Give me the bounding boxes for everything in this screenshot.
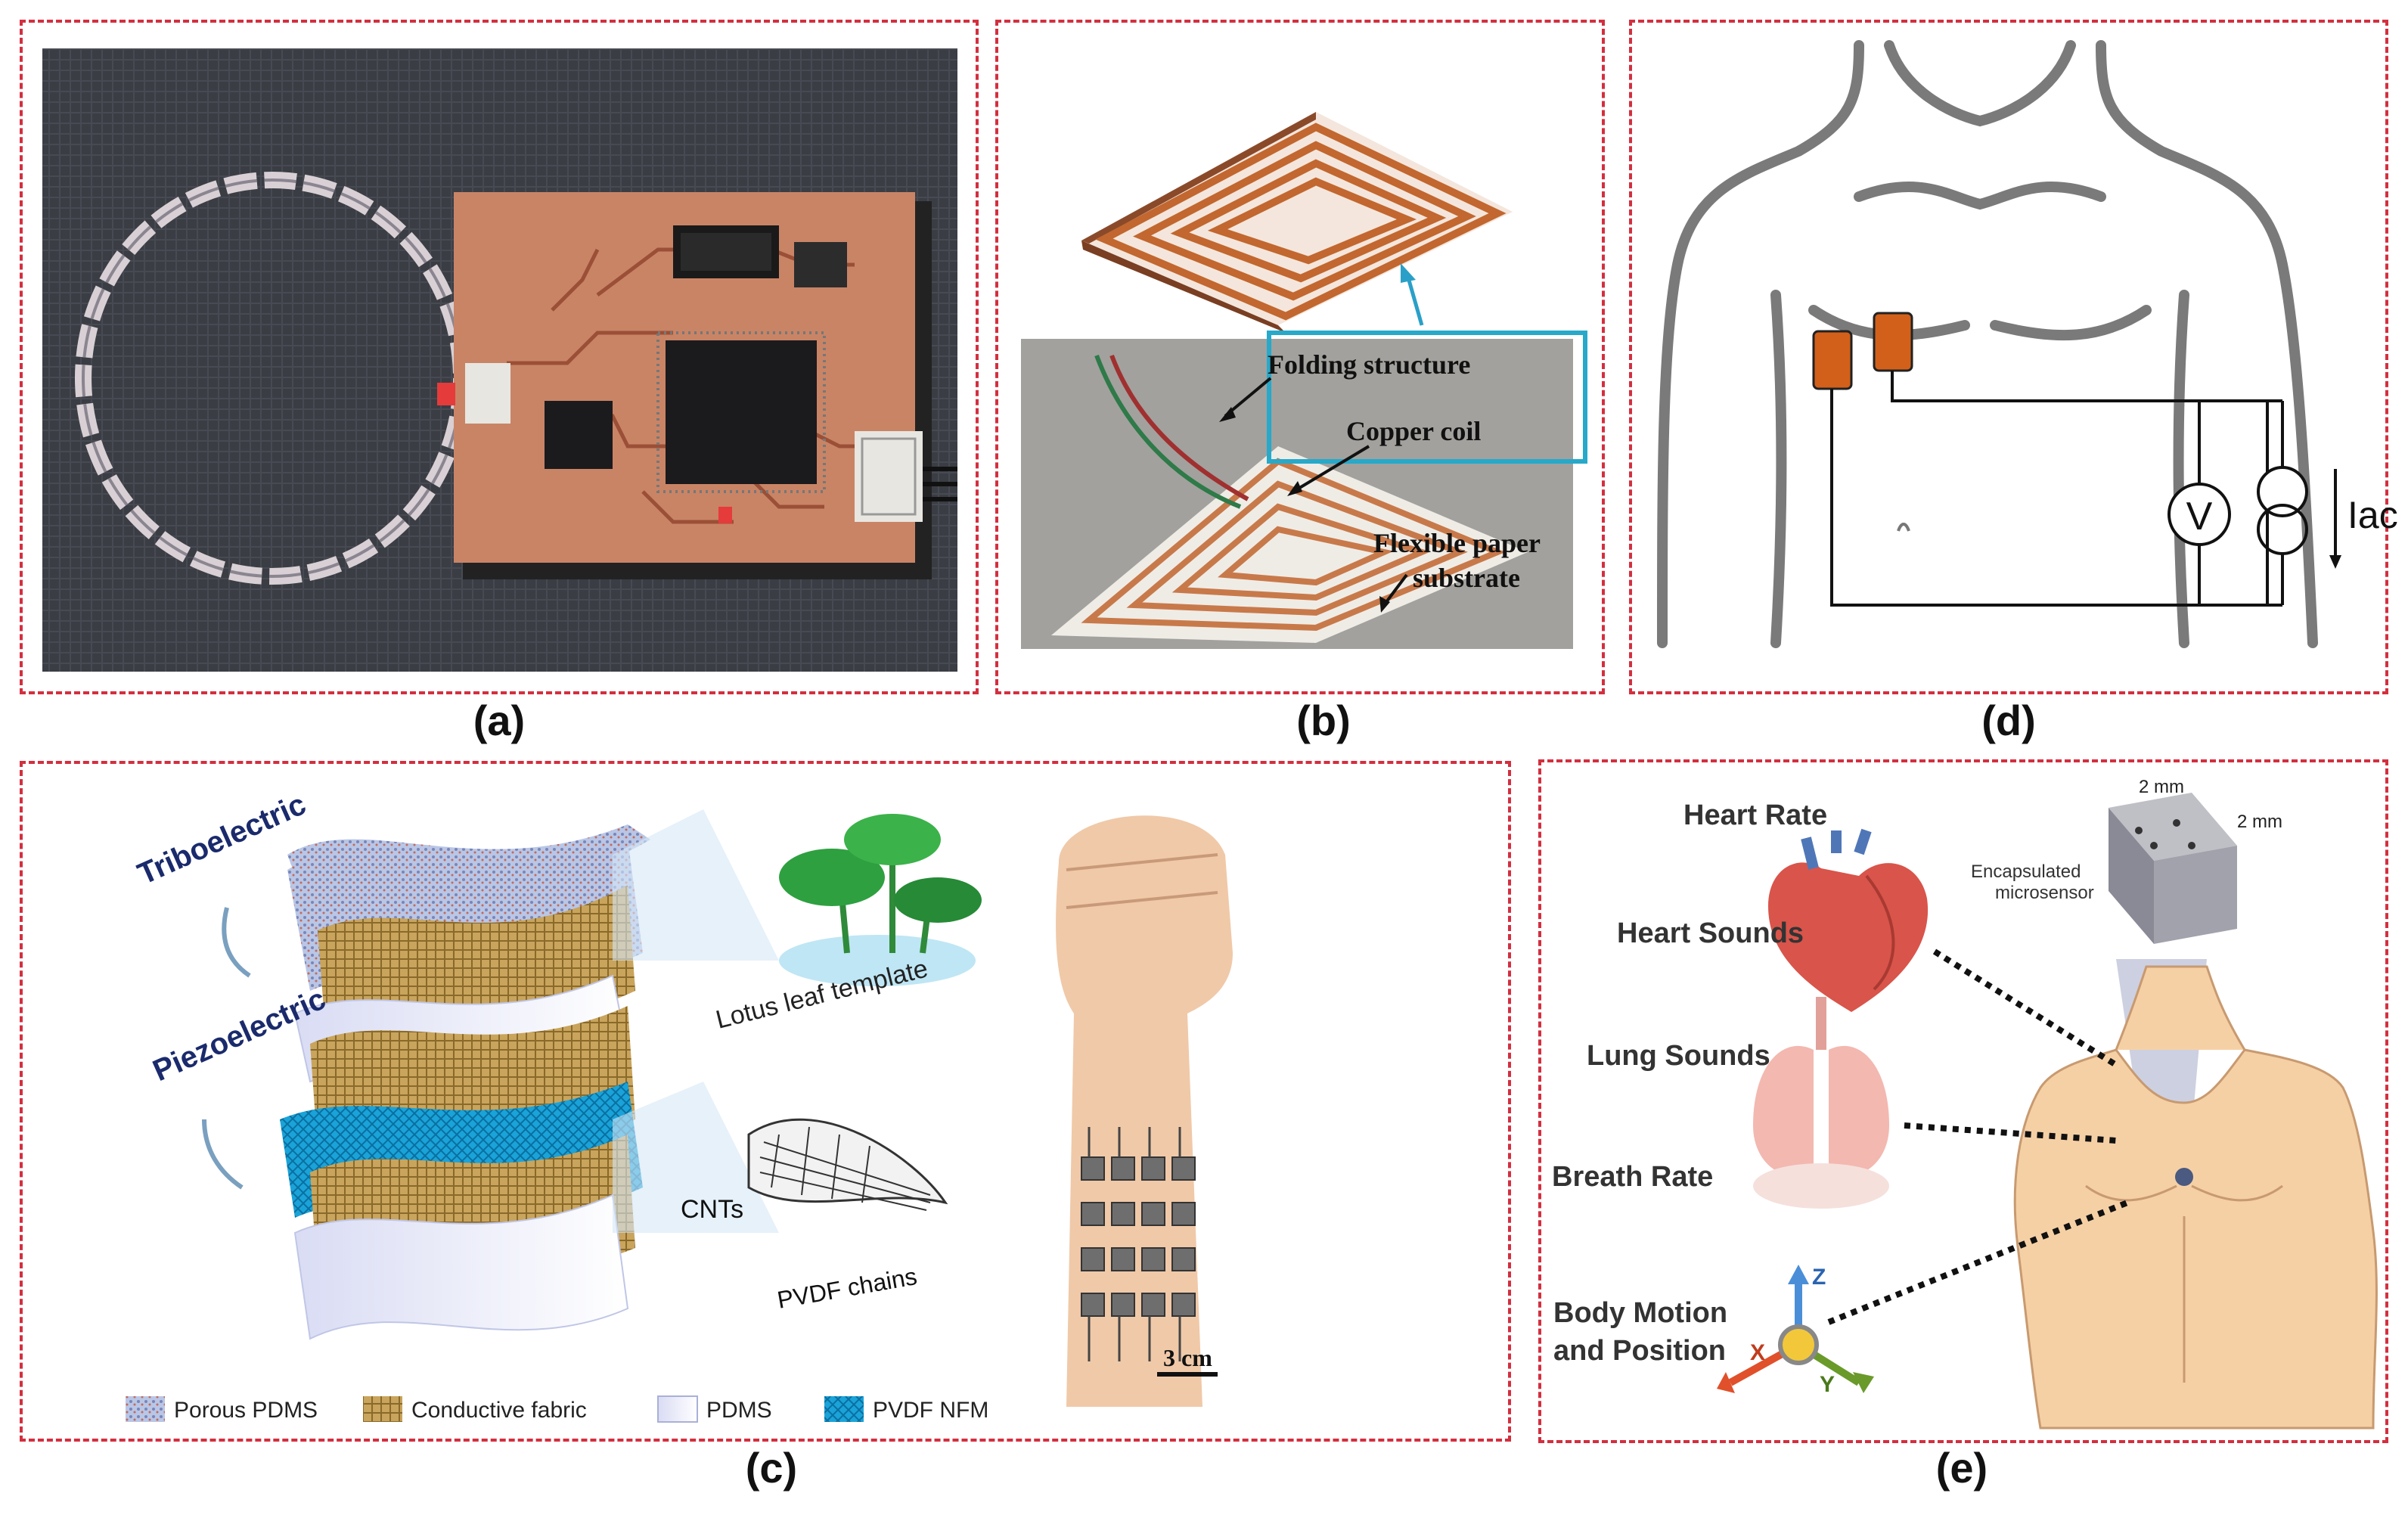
axis-z-label: Z [1812,1265,1826,1290]
axis-x-label: X [1750,1340,1765,1365]
microsensor-label: microsensor [1995,883,2094,903]
caption-e: (e) [1935,1444,1988,1492]
body-impedance-diagram: V Iac [1657,40,2398,648]
folding-coil-diagram: Folding structure Copper coil Flexible p… [1021,112,1587,649]
scale-bar [1157,1372,1218,1377]
wearable-sensing-diagram: 2 mm 2 mm Encapsulated microsensor [1552,777,2378,1430]
legend-swatch-pvdf-nfm [824,1396,864,1422]
label-flexible-paper: Flexible paper [1373,528,1541,558]
label-lung-sounds: Lung Sounds [1587,1040,1770,1072]
caption-a: (a) [473,697,526,744]
current-source-icon [2257,466,2308,517]
legend-pvdf-nfm: PVDF NFM [873,1398,988,1423]
current-label: Iac [2347,494,2398,536]
lotus-leaf-illustration [779,814,982,986]
layer-stack [280,824,650,1340]
scale-bar-label: 3 cm [1163,1344,1212,1371]
label-body-motion: Body Motion [1553,1297,1727,1329]
microcontroller-chip [666,340,817,484]
axis-y-label: Y [1820,1372,1835,1397]
lungs-icon [1753,997,1889,1209]
label-heart-sounds: Heart Sounds [1617,917,1804,949]
caption-d: (d) [1981,697,2036,744]
label-substrate: substrate [1413,563,1520,593]
encapsulated-label: Encapsulated [1971,861,2081,882]
highlight-box [1267,331,1587,464]
label-folding-structure: Folding structure [1268,349,1470,380]
legend-swatch-porous-pdms [126,1396,165,1422]
dim-label-1: 2 mm [2139,777,2184,797]
panel-c: Triboelectric Piezoelectric Lotus leaf t… [20,761,1511,1442]
label-copper-coil: Copper coil [1346,416,1481,446]
caption-c: (c) [745,1444,798,1492]
dim-label-2: 2 mm [2237,812,2282,832]
panel-d: V Iac [1629,20,2398,694]
pcb-photo [42,48,957,672]
voltmeter-label: V [2186,495,2213,539]
folded-copper-coil [1081,112,1513,333]
label-and-position: and Position [1553,1335,1726,1367]
caption-b: (b) [1296,697,1351,744]
sensor-layers-diagram: Triboelectric Piezoelectric Lotus leaf t… [126,779,1248,1423]
arm-with-sensor-photo [1029,779,1248,1422]
cnt-illustration [747,1118,948,1211]
label-cnts: CNTs [681,1195,743,1224]
label-triboelectric: Triboelectric [133,787,311,891]
legend-swatch-conductive-fabric [363,1396,402,1422]
label-heart-rate: Heart Rate [1683,799,1827,831]
electrode-left [1812,330,1853,390]
panel-e: 2 mm 2 mm Encapsulated microsensor [1538,759,2388,1443]
label-breath-rate: Breath Rate [1552,1161,1713,1193]
voltmeter-icon [2168,483,2231,546]
label-pvdf-chains: PVDF chains [775,1262,919,1314]
encapsulated-microsensor-icon [2109,793,2237,944]
axis-icon [1717,1265,1874,1393]
legend-conductive-fabric: Conductive fabric [411,1398,587,1423]
panel-b: Folding structure Copper coil Flexible p… [995,20,1605,694]
heart-icon [1768,828,1929,1012]
legend-swatch-pdms [657,1395,698,1423]
torso-illustration [2013,965,2378,1430]
legend-pdms: PDMS [706,1398,772,1423]
panel-a [20,20,979,694]
legend: Porous PDMS Conductive fabric PDMS PVDF … [126,1395,988,1423]
legend-porous-pdms: Porous PDMS [174,1398,318,1423]
torso-outline [1657,40,2318,648]
electrode-right [1873,312,1913,372]
